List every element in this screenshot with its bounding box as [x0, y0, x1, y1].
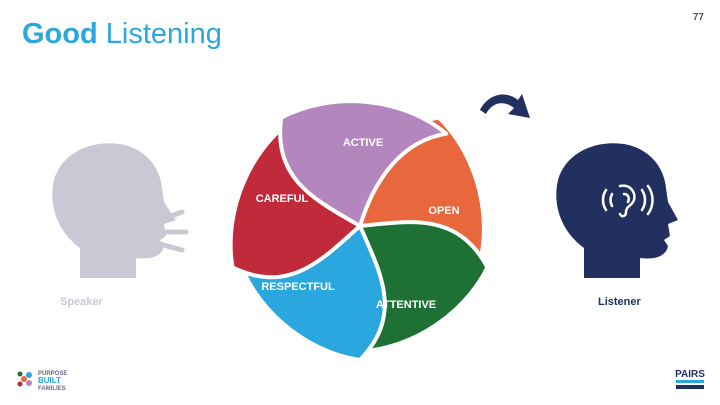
petal-label-active: ACTIVE: [343, 137, 383, 149]
petal-label-attentive: ATTENTIVE: [376, 299, 436, 311]
ear-sound-icon: [601, 184, 654, 218]
logo-right-line1: PAIRS: [675, 369, 705, 380]
pinwheel-icon: [17, 371, 32, 387]
pairs-logo: PAIRS: [670, 366, 710, 392]
logo-left-line1: PURPOSE: [38, 371, 67, 377]
listener-label: Listener: [598, 296, 641, 308]
speaker-head-icon: [52, 143, 189, 278]
listening-qualities-diagram: ACTIVE OPEN ATTENTIVE RESPECTFUL CAREFUL: [228, 99, 490, 362]
page-title: Good Listening: [22, 14, 222, 54]
speaker-label: Speaker: [60, 296, 103, 308]
title-bold: Good: [22, 18, 98, 50]
listener-silhouette: [556, 143, 678, 278]
curved-arrow-icon: [480, 94, 530, 118]
purpose-built-families-logo: PURPOSE BUILT FAMILIES: [14, 366, 84, 392]
petal-label-respectful: RESPECTFUL: [261, 281, 335, 293]
speaker-silhouette: [52, 143, 177, 278]
logo-left-line2: BUILT: [38, 376, 61, 385]
petal-label-open: OPEN: [428, 205, 459, 217]
logo-left-line3: FAMILIES: [38, 386, 66, 392]
speech-lines: [157, 209, 189, 253]
title-rest: Listening: [105, 18, 222, 50]
petal-label-careful: CAREFUL: [256, 193, 309, 205]
listener-head-icon: [556, 143, 678, 278]
petal-careful: [278, 99, 449, 228]
page-number: 77: [692, 12, 704, 23]
